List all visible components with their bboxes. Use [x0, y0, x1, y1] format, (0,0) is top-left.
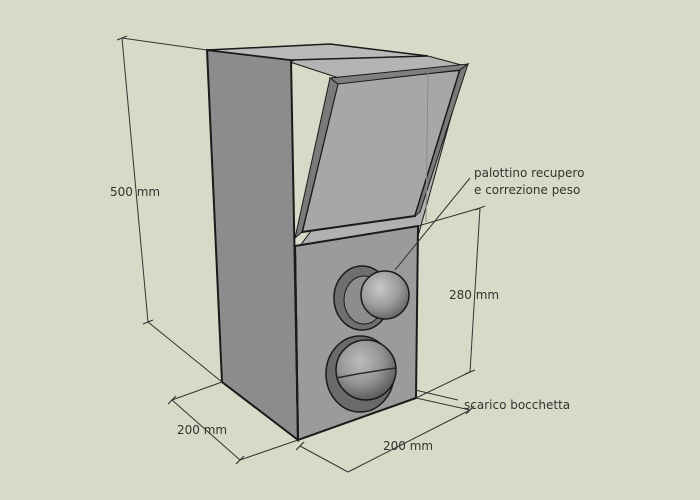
dimension-label-width-200: 200 mm: [383, 439, 433, 453]
annotation-scarico: scarico bocchetta: [464, 398, 570, 412]
scarico-sphere: [335, 339, 397, 401]
annotation-recupero-line2: e correzione peso: [474, 183, 580, 197]
scarico-sphere-equator: [335, 367, 397, 379]
dimension-label-500: 500 mm: [110, 185, 160, 199]
dimension-lines: [121, 37, 481, 473]
annotation-recupero-line1: palottino recupero: [474, 166, 584, 180]
dimension-label-280: 280 mm: [449, 288, 499, 302]
glass-frame-right: [414, 62, 469, 218]
glass-frame-left: [294, 77, 339, 240]
dimension-label-depth-200: 200 mm: [177, 423, 227, 437]
top-rim: [206, 43, 429, 61]
recupero-sphere: [360, 270, 410, 320]
dimension-ticks: [116, 35, 486, 465]
